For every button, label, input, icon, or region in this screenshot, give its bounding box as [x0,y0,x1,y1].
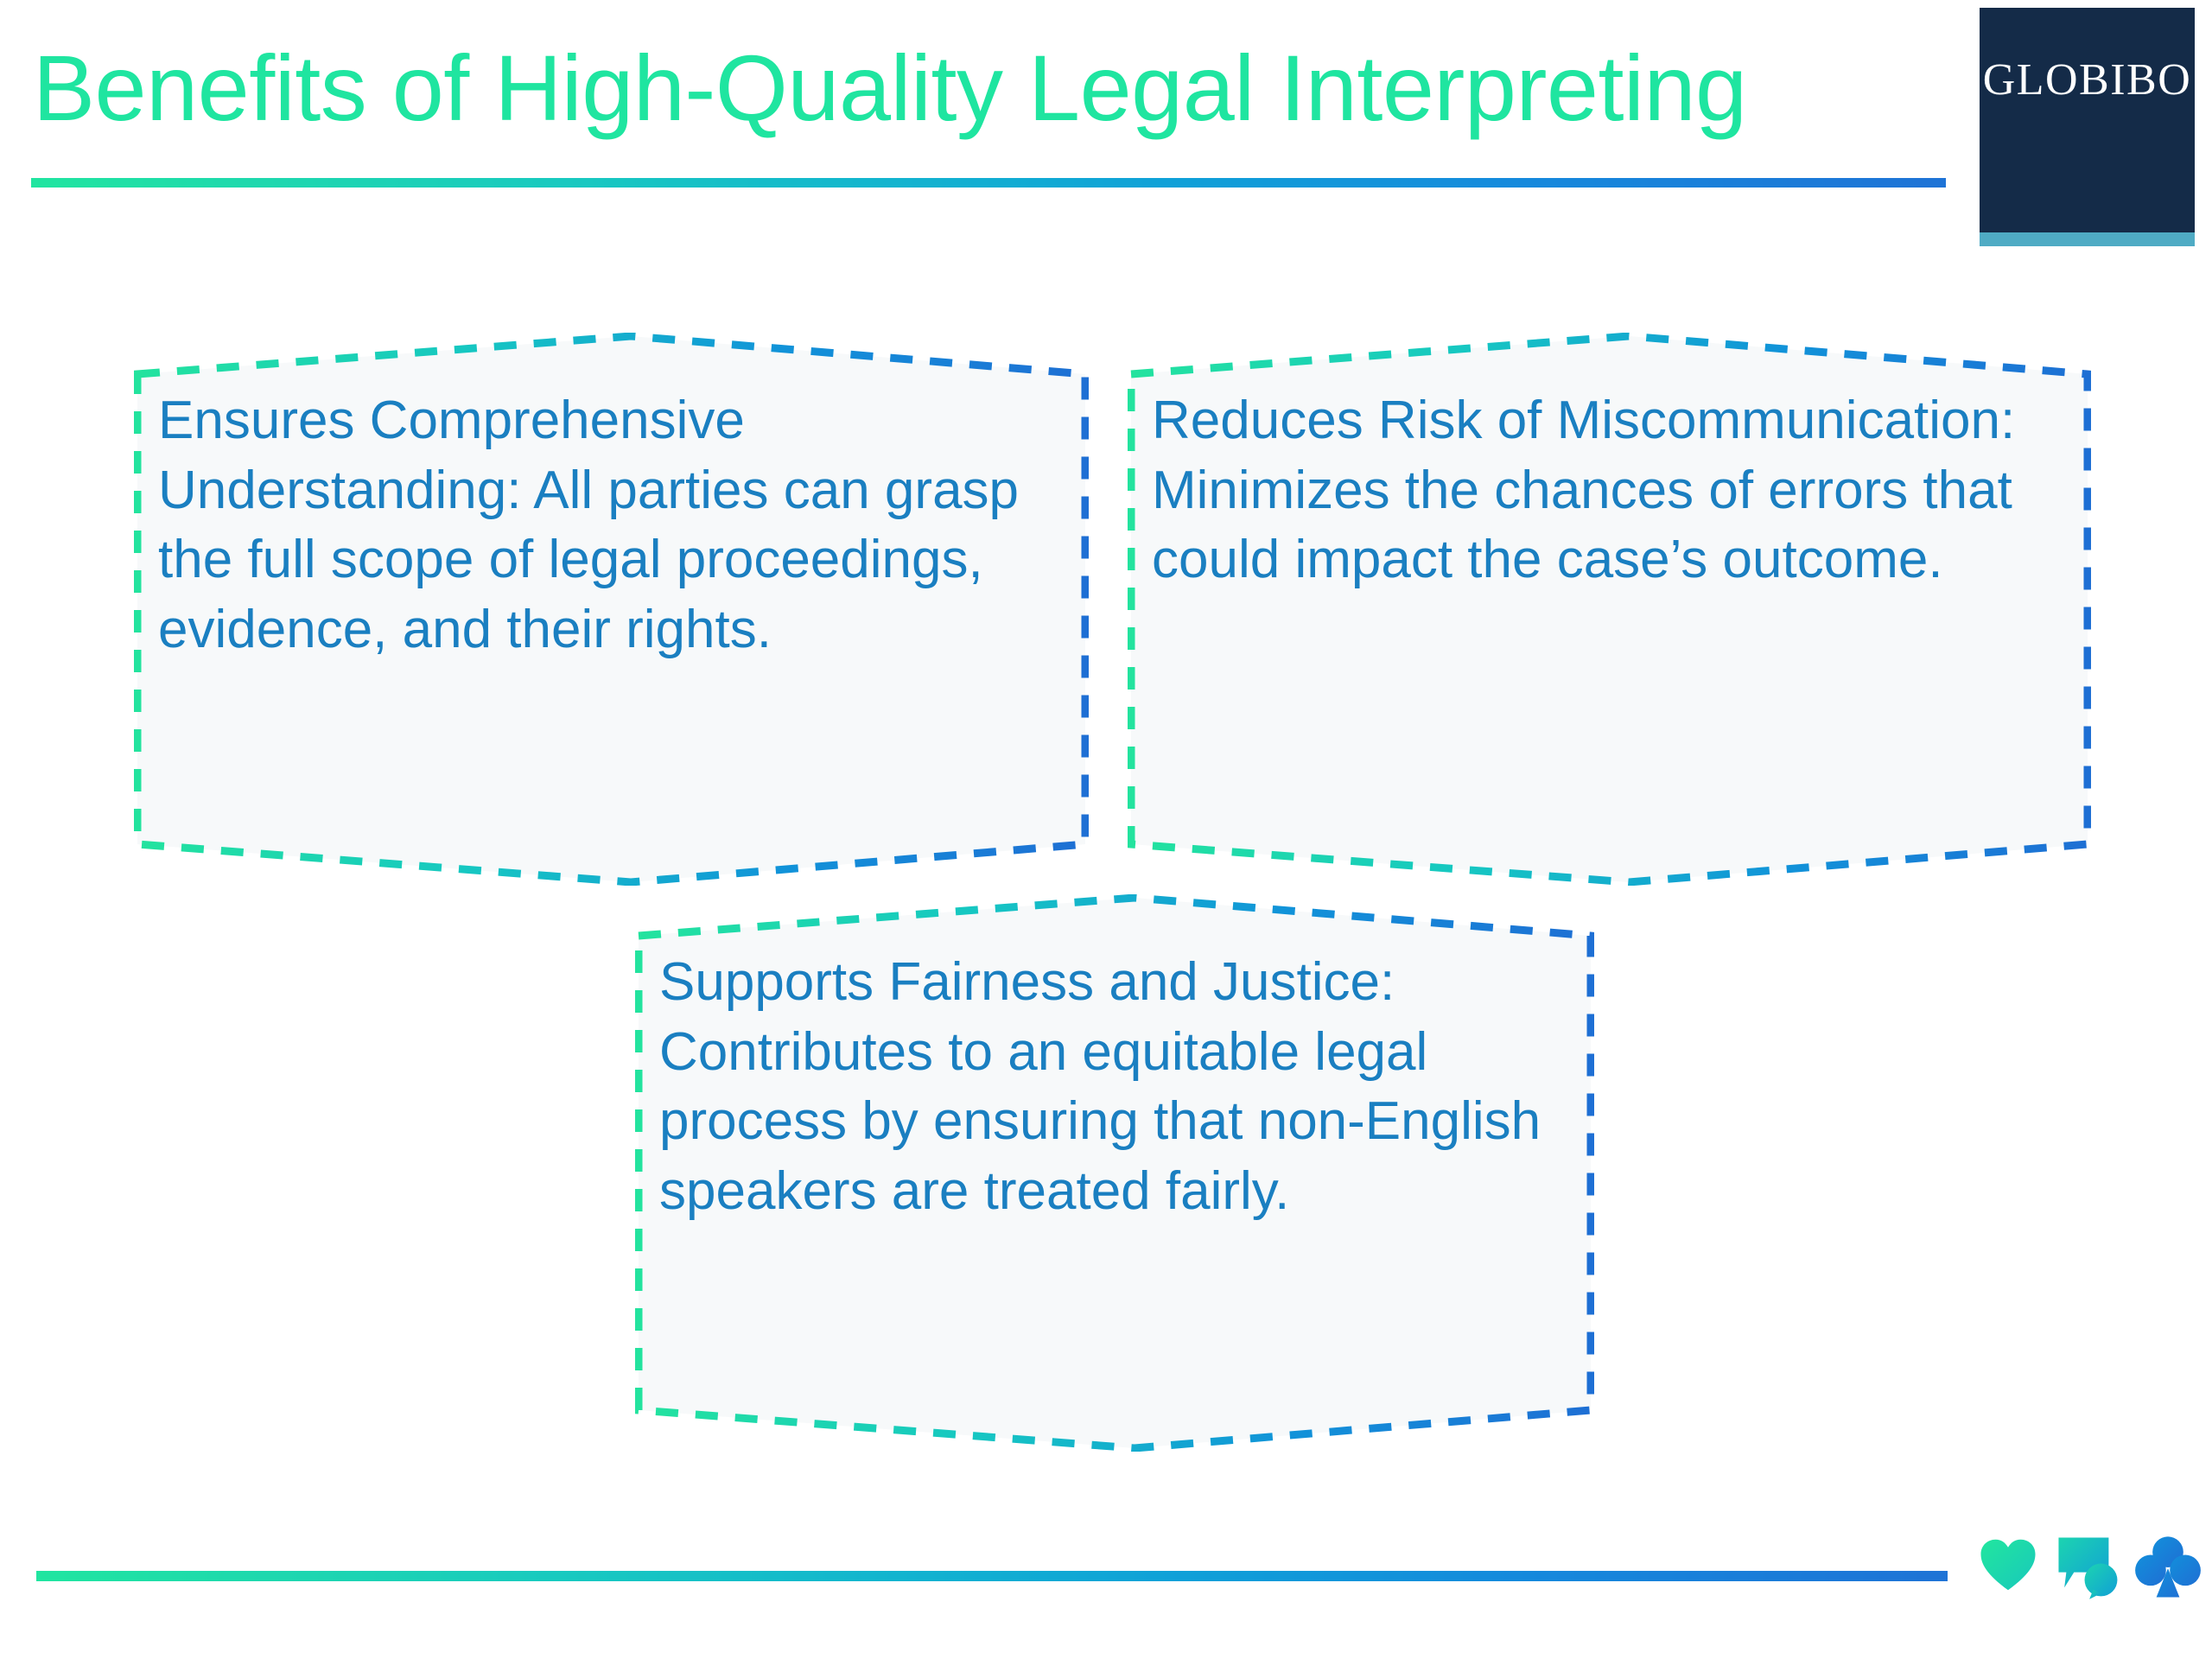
benefit-card-1-text: Ensures Comprehensive Understanding: All… [158,391,1020,659]
logo-wordmark: GLOBIBO [1982,55,2192,105]
footer-icon-group [1977,1534,2201,1629]
club-icon [2134,1534,2202,1601]
benefit-card-1: Ensures Comprehensive Understanding: All… [134,333,1089,886]
chat-bubbles-icon [2055,1534,2122,1601]
page-title: Benefits of High-Quality Legal Interpret… [33,35,1747,140]
benefit-card-3: Supports Fairness and Justice: Contribut… [635,894,1594,1452]
heart-icon [1977,1534,2039,1596]
card-2-hexagon-outline [1128,333,2091,886]
footer-divider [36,1571,1948,1581]
benefit-card-2: Reduces Risk of Miscommunication: Minimi… [1128,333,2091,886]
header-divider [31,178,1946,188]
card-1-hexagon-outline [134,333,1089,886]
globibo-logo: GLOBIBO [1980,8,2195,246]
benefit-card-3-text: Supports Fairness and Justice: Contribut… [659,952,1541,1221]
card-3-hexagon-outline [635,894,1594,1452]
benefit-card-2-text: Reduces Risk of Miscommunication: Minimi… [1152,391,2016,590]
logo-accent-strip [1980,232,2195,246]
